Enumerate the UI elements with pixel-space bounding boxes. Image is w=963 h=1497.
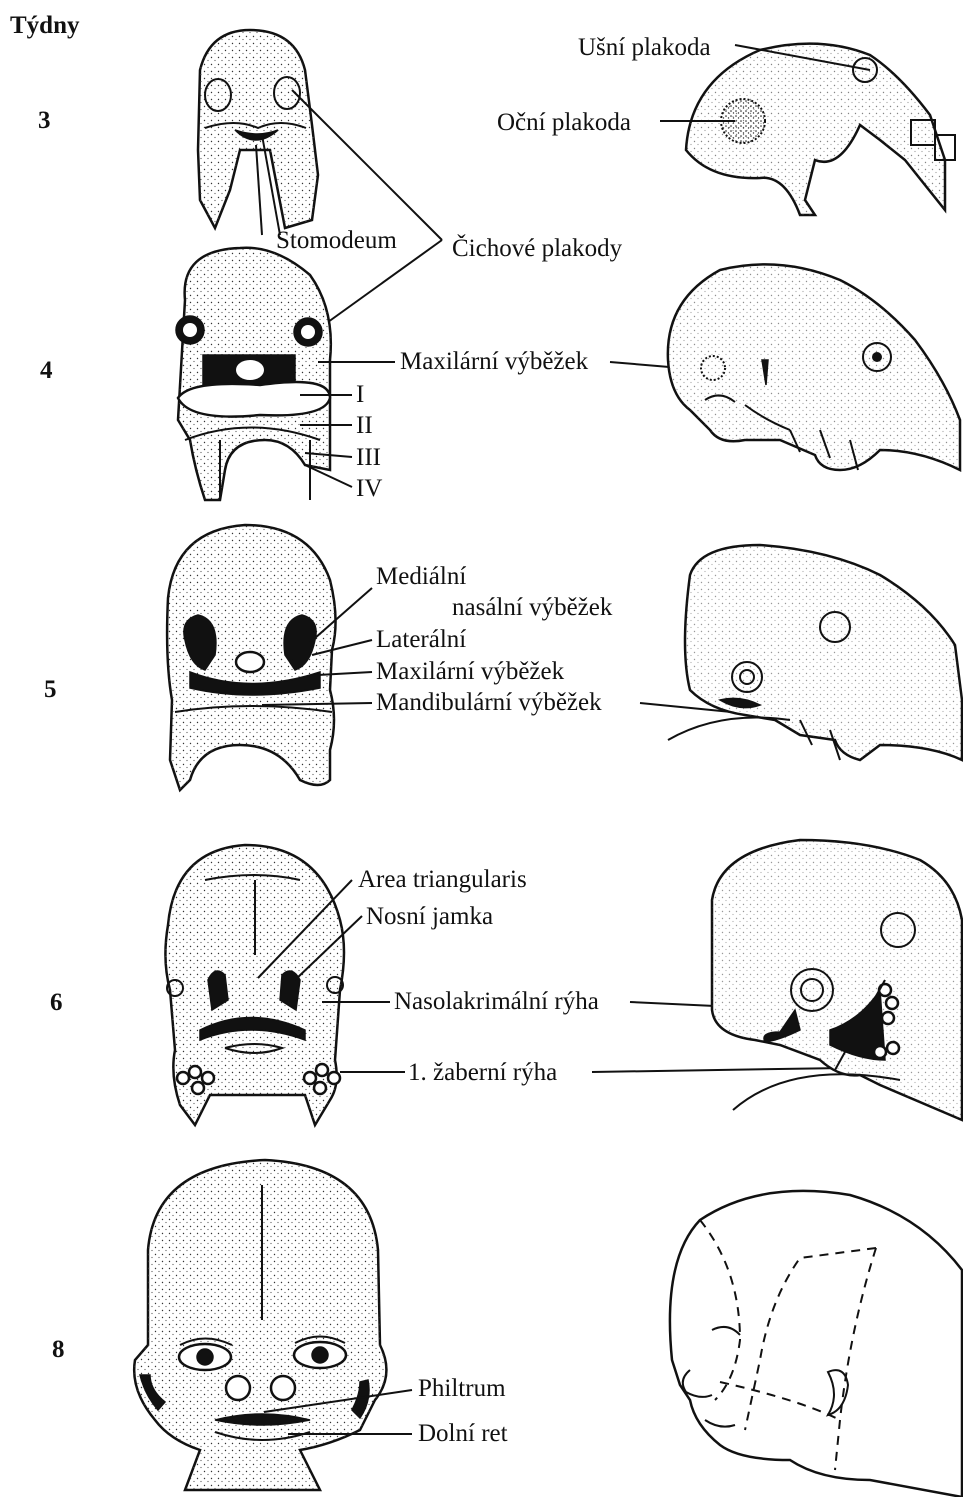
label-cichove-plakody: Čichové plakody [452,234,623,262]
label-arch-4: IV [356,475,382,502]
week8-lateral-drawing [670,1191,962,1497]
week-label-4: 4 [40,357,53,384]
label-nosni-jamka: Nosní jamka [366,903,493,930]
week6-lateral-drawing [712,840,962,1120]
weeks-heading: Týdny [10,12,80,39]
week4-lateral-drawing [668,264,960,470]
label-ocni-plakoda: Oční plakoda [497,109,631,136]
week-label-6: 6 [50,989,63,1016]
label-dolni-ret: Dolní ret [418,1420,508,1447]
label-arch-3: III [356,444,381,471]
week3-frontal-drawing [198,30,318,228]
label-nasalni: nasální výběžek [452,594,613,621]
label-stomodeum: Stomodeum [276,227,397,254]
label-area-triangularis: Area triangularis [358,866,527,893]
week5-frontal-drawing [167,525,335,790]
week5-lateral-drawing [668,545,962,760]
week6-frontal-drawing [165,845,344,1125]
label-medialni: Mediální [376,563,466,590]
week-label-8: 8 [52,1336,65,1363]
label-maxilarni-4: Maxilární výběžek [400,348,589,375]
stomodeum-pointer-b [256,145,262,235]
week4-frontal-drawing [176,248,331,500]
label-usni-plakoda: Ušní plakoda [578,34,711,61]
label-arch-1: I [356,381,364,408]
week-label-5: 5 [44,676,57,703]
week8-frontal-drawing [134,1160,386,1490]
zaberni-lateral-pointer [592,1068,845,1072]
label-nasolakrimalni: Nasolakrimální rýha [394,988,599,1015]
label-lateralni: Laterální [376,626,466,653]
week-label-3: 3 [38,107,51,134]
label-zaberni-ryha: 1. žaberní rýha [408,1059,557,1086]
label-philtrum: Philtrum [418,1375,506,1402]
label-mandibularni: Mandibulární výběžek [376,689,602,716]
week3-lateral-drawing [686,44,955,215]
label-arch-2: II [356,412,373,439]
label-maxilarni-5: Maxilární výběžek [376,658,565,685]
